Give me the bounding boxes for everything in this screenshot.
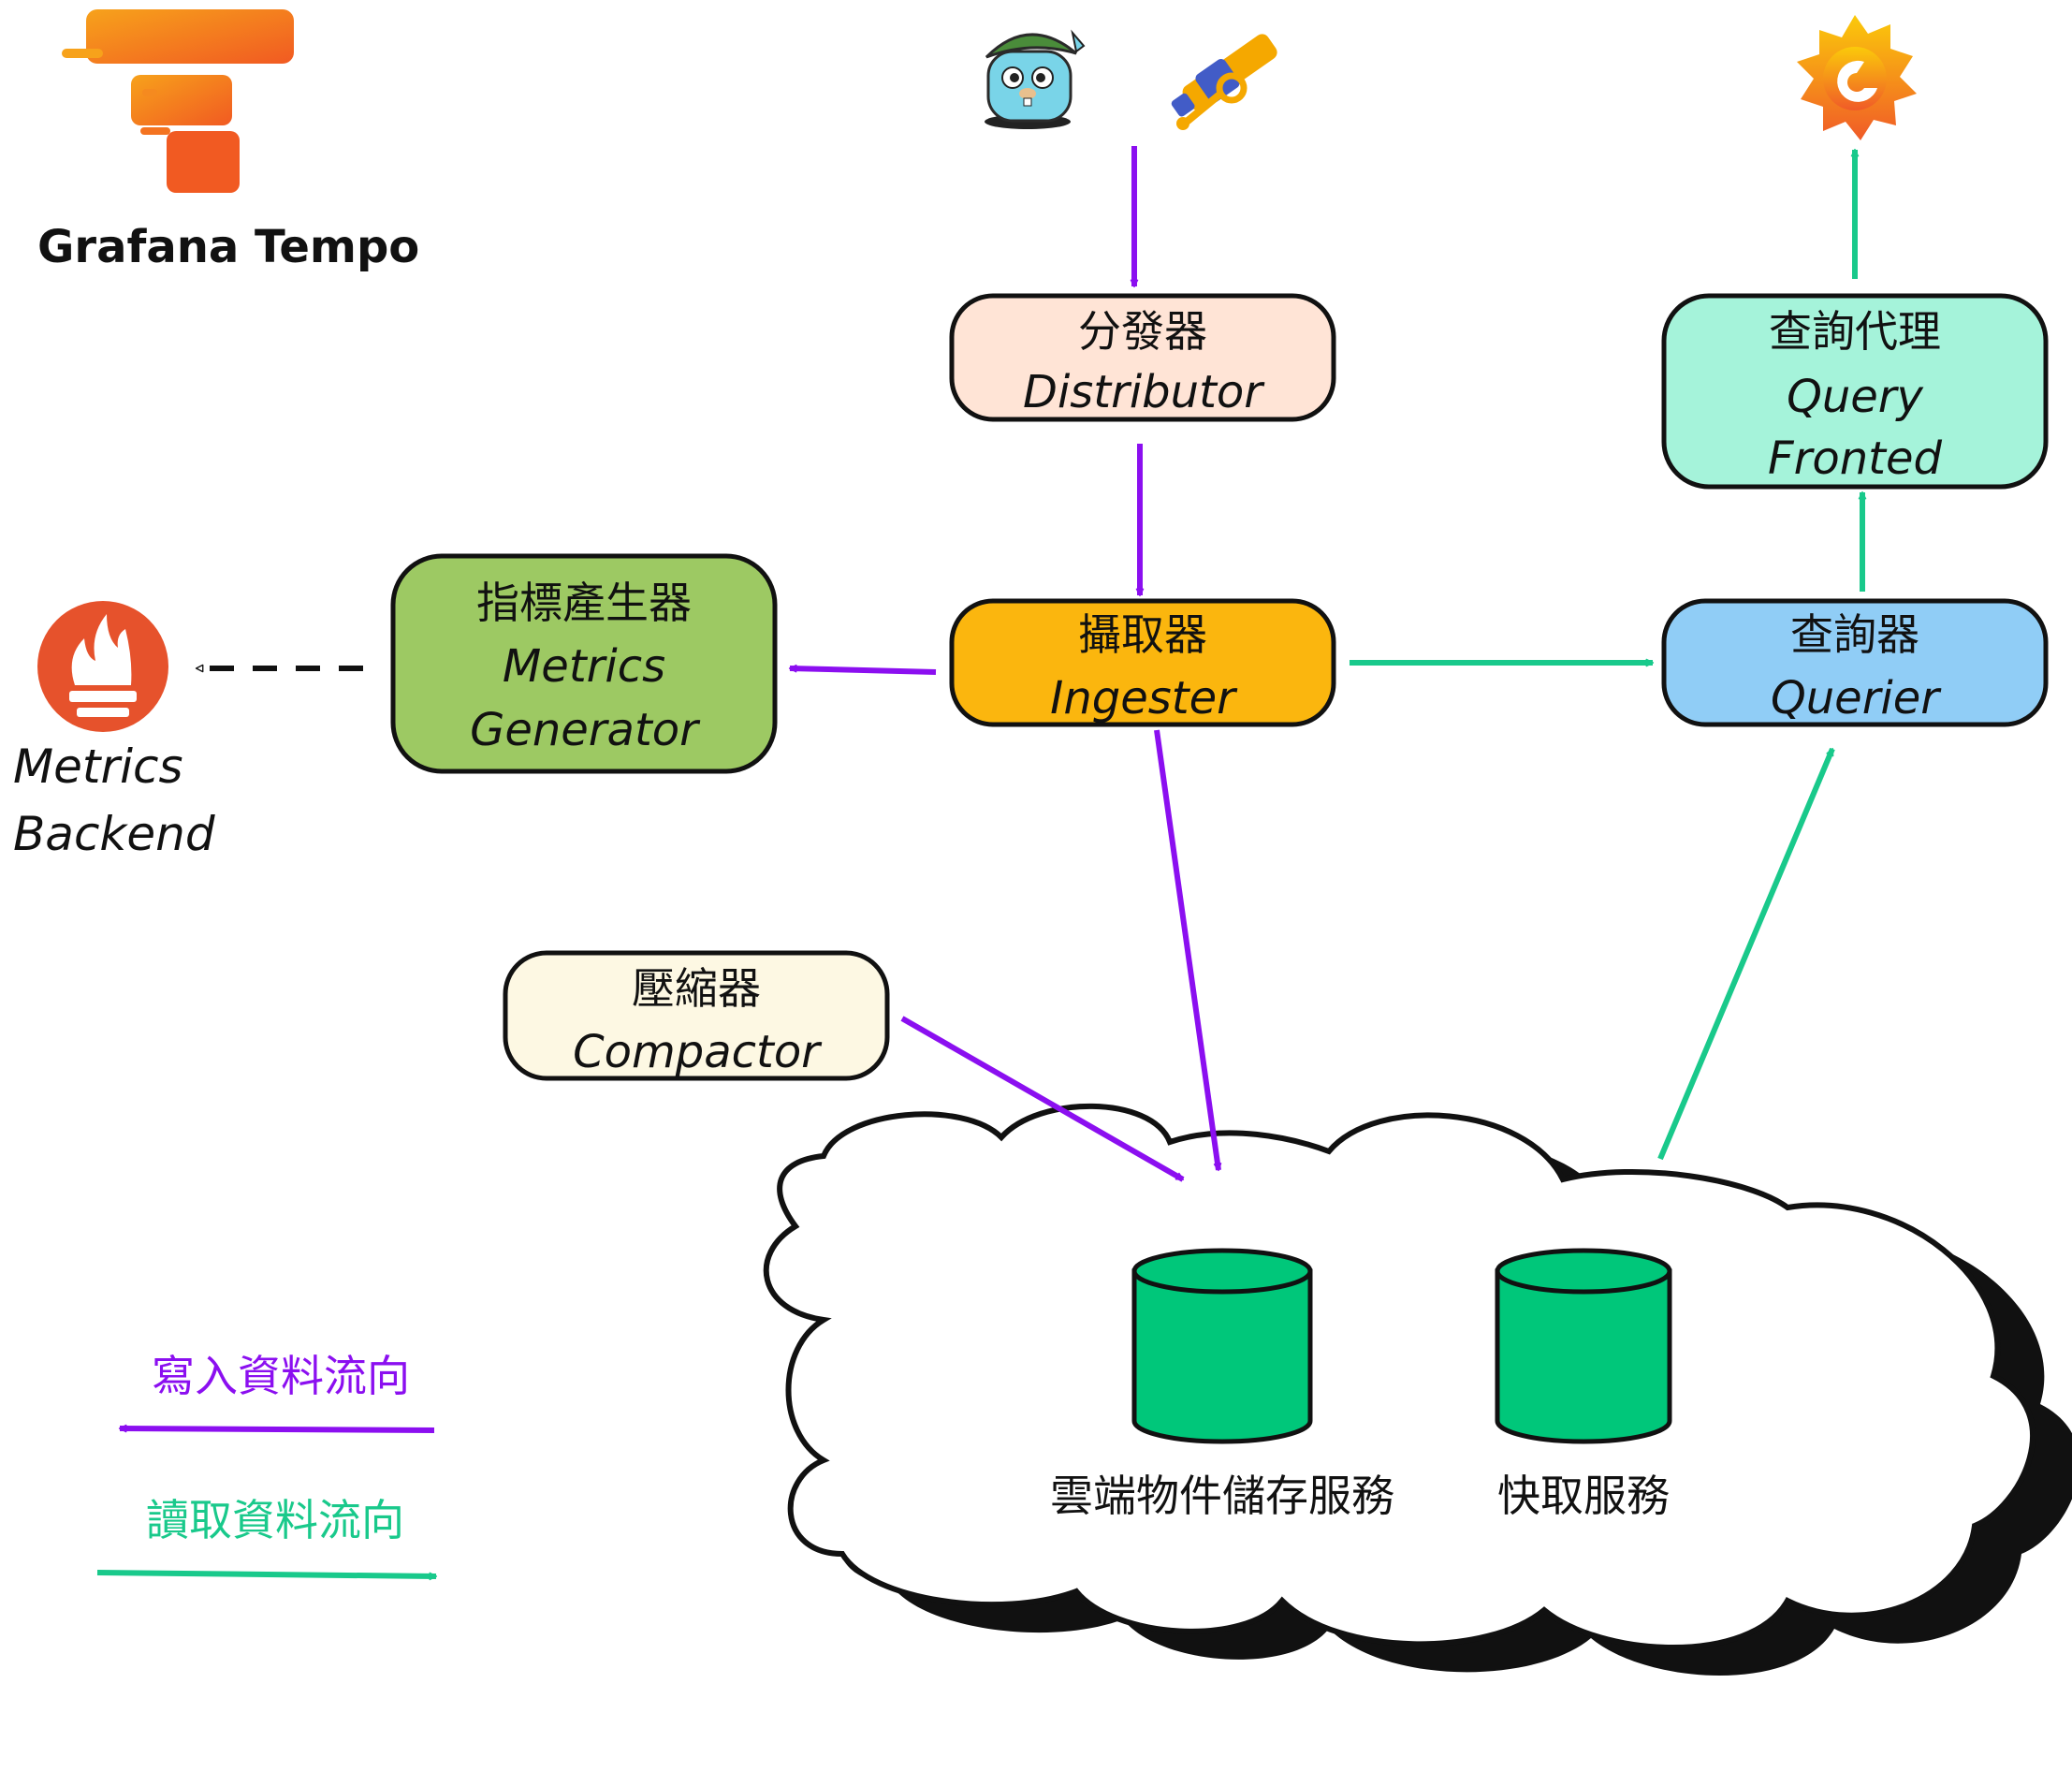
metrics-generator-label-en2: Generator xyxy=(470,704,701,756)
metrics-generator-box xyxy=(390,553,778,774)
query-frontend-label-zh: 查詢代理 xyxy=(1769,306,1941,357)
distributor-box xyxy=(949,293,1336,422)
ingester-label-zh: 攝取器 xyxy=(1078,609,1207,660)
object-storage-label: 雲端物件儲存服務 xyxy=(1050,1471,1394,1521)
tempo-logo-icon xyxy=(62,9,294,193)
querier-node[interactable]: 查詢器 Querier xyxy=(1661,598,2049,727)
legend-read-label: 讀取資料流向 xyxy=(146,1495,404,1545)
cache-label: 快取服務 xyxy=(1497,1471,1670,1521)
querier-label-en: Querier xyxy=(1771,672,1942,725)
brand-name: Grafana Tempo xyxy=(37,221,419,273)
arrow-storage-to-querier xyxy=(1657,747,1835,1161)
metrics-generator-label-en1: Metrics xyxy=(503,640,665,693)
distributor-label-zh: 分發器 xyxy=(1078,306,1207,357)
compactor-node[interactable]: 壓縮器 Compactor xyxy=(503,950,890,1081)
ingester-label-en: Ingester xyxy=(1050,672,1238,725)
metrics-backend-line1: Metrics xyxy=(13,739,183,794)
legend-write-arrow xyxy=(118,1424,435,1433)
querier-box xyxy=(1661,598,2049,727)
query-frontend-label-en2: Fronted xyxy=(1768,432,1942,485)
compactor-box xyxy=(503,950,890,1081)
ingester-node[interactable]: 攝取器 Ingester xyxy=(949,598,1336,727)
metrics-generator-label-zh: 指標產生器 xyxy=(476,578,692,628)
legend-write-label: 寫入資料流向 xyxy=(152,1351,410,1401)
metrics-backend-line2: Backend xyxy=(13,807,215,861)
cache-cylinder-icon xyxy=(1495,1248,1672,1444)
write-flow-arrows xyxy=(788,146,1222,1182)
read-flow-arrows xyxy=(1350,148,1867,1161)
cloud-storage: 雲端物件儲存服務 快取服務 xyxy=(763,1103,2072,1676)
ingester-box xyxy=(949,598,1336,727)
querier-label-zh: 查詢器 xyxy=(1790,609,1919,660)
compactor-label-zh: 壓縮器 xyxy=(632,963,761,1014)
arrow-compactor-to-storage xyxy=(900,1016,1185,1182)
query-frontend-label-en1: Query xyxy=(1787,371,1923,423)
legend: 寫入資料流向 讀取資料流向 xyxy=(96,1351,438,1581)
distributor-node[interactable]: 分發器 Distributor xyxy=(949,293,1336,422)
grafana-logo-icon xyxy=(1797,15,1917,140)
query-frontend-box xyxy=(1661,293,2049,490)
arrow-ingester-to-storage xyxy=(1154,729,1222,1172)
query-frontend-node[interactable]: 查詢代理 Query Fronted xyxy=(1661,293,2049,490)
arrow-ingester-to-metrics-generator xyxy=(788,664,937,675)
gopher-icon xyxy=(985,29,1086,129)
distributor-label-en: Distributor xyxy=(1023,366,1265,418)
opentelemetry-telescope-icon xyxy=(1171,34,1277,130)
legend-read-arrow xyxy=(96,1570,438,1581)
compactor-label-en: Compactor xyxy=(573,1026,823,1078)
object-storage-cylinder-icon xyxy=(1131,1248,1313,1444)
metrics-generator-node[interactable]: 指標產生器 Metrics Generator xyxy=(390,553,778,774)
prometheus-logo-icon xyxy=(37,601,168,732)
